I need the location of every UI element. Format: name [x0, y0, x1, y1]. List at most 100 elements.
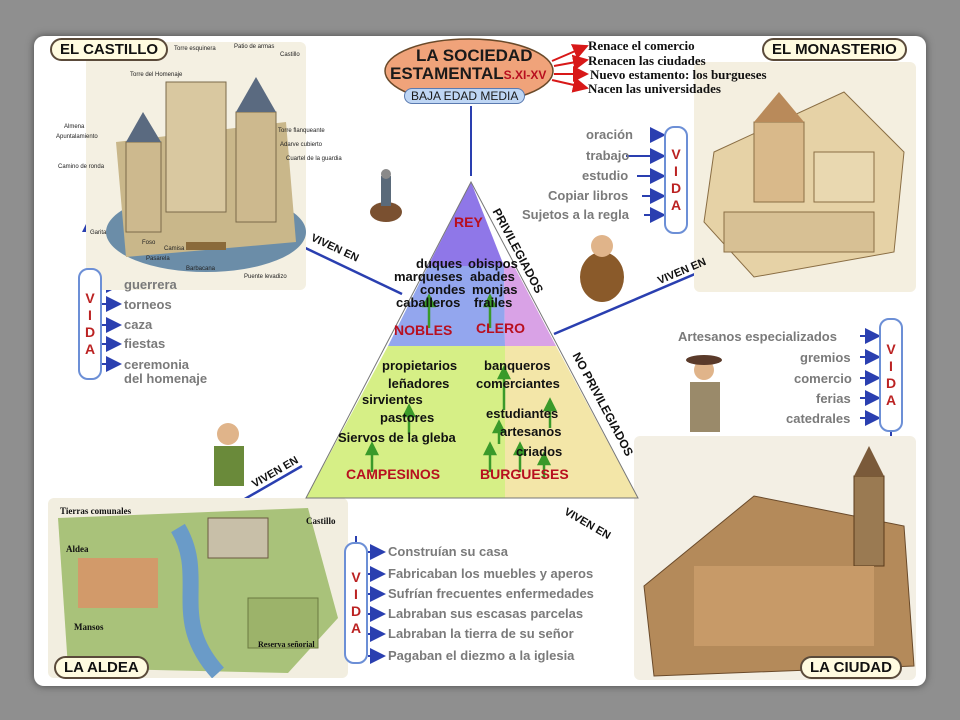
pyramid-rey-section — [428, 182, 504, 266]
pyramid — [305, 180, 639, 499]
vida-letter: I — [354, 586, 358, 602]
vida-letter: V — [886, 341, 896, 357]
vida-item: ferias — [816, 391, 851, 406]
village-label: Mansos — [74, 622, 104, 632]
campesino-member: leñadores — [388, 376, 450, 391]
vida-item: trabajo — [586, 148, 630, 163]
vida-letter: D — [350, 603, 362, 619]
vida-letter: A — [885, 392, 897, 408]
castle-label: Castillo — [280, 52, 300, 58]
vida-letter: D — [670, 180, 682, 196]
vida-letter: I — [88, 307, 92, 323]
clero-member: obispos — [468, 256, 518, 271]
monk-figure — [580, 235, 624, 302]
vida-item: oración — [586, 127, 633, 142]
pyramid-nobles-section — [388, 266, 505, 346]
village-label: Reserva señorial — [258, 640, 315, 649]
vida-item: fiestas — [124, 336, 166, 351]
rey-label: REY — [454, 214, 483, 230]
title-line1: LA SOCIEDAD — [416, 46, 533, 65]
campesino-member: propietarios — [382, 358, 458, 373]
castle-label: Torre flanqueante — [278, 128, 325, 134]
castle-label: Torre del Homenaje — [130, 72, 183, 78]
campesino-member: pastores — [380, 410, 435, 425]
ciudad-vida-pill: V I D A — [879, 318, 903, 432]
vida-item: Fabricaban los muebles y aperos — [388, 566, 594, 581]
castle-label: Almena — [64, 124, 85, 130]
burgues-member: banqueros — [484, 358, 551, 373]
castillo-title: EL CASTILLO — [50, 38, 169, 61]
aldea-vida-pill: V I D A — [344, 542, 368, 664]
pyramid-burgueses-section — [505, 346, 638, 498]
noble-member: duques — [416, 256, 463, 271]
vida-item: Labraban sus escasas parcelas — [388, 606, 584, 621]
vida-item: Copiar libros — [548, 188, 629, 203]
vida-item: del homenaje — [124, 371, 208, 386]
change-item: Nuevo estamento: los burgueses — [590, 67, 767, 82]
clero-label: CLERO — [476, 320, 525, 336]
pyramid-campesinos-section — [306, 346, 505, 498]
castle-label: Barbacana — [186, 266, 216, 272]
vida-item: guerrera — [124, 277, 177, 292]
monastery-illustration — [694, 62, 916, 292]
castle-label: Adarve cubierto — [280, 142, 323, 148]
peasant-figure — [214, 423, 244, 486]
knight-figure — [370, 169, 402, 222]
vida-letter: A — [350, 620, 362, 636]
change-item: Nacen las universidades — [588, 81, 721, 96]
vida-letter: V — [671, 146, 681, 162]
vida-item: estudio — [582, 168, 629, 183]
vida-item: Sujetos a la regla — [522, 207, 629, 222]
title-period: S.XI-XV — [503, 68, 547, 82]
vida-item: Sufrían frecuentes enfermedades — [388, 586, 594, 601]
vida-letter: A — [670, 197, 682, 213]
vida-letter: I — [889, 358, 893, 374]
vida-item: Pagaban el diezmo a la iglesia — [388, 648, 575, 663]
pyramid-clero-section — [504, 266, 556, 346]
vida-letter: A — [84, 341, 96, 357]
village-label: Tierras comunales — [60, 506, 132, 516]
monasterio-title: EL MONASTERIO — [762, 38, 907, 61]
noble-member: caballeros — [396, 295, 461, 310]
vida-item: ceremonia — [124, 357, 190, 372]
vida-item: Artesanos especializados — [678, 329, 837, 344]
craftsman-figure — [686, 355, 722, 432]
campesinos-label: CAMPESINOS — [346, 466, 441, 482]
diagram-canvas: EL CASTILLO EL MONASTERIO LA ALDEA LA CI… — [34, 36, 926, 686]
vida-item: catedrales — [786, 411, 851, 426]
vida-letter: D — [84, 324, 96, 340]
noble-member: marqueses — [394, 269, 463, 284]
castle-label: Torre esquinera — [174, 46, 216, 52]
aldea-title: LA ALDEA — [54, 656, 149, 679]
vida-letter: D — [885, 375, 897, 391]
castle-label: Patio de armas — [234, 44, 275, 50]
clero-member: monjas — [472, 282, 518, 297]
noble-member: condes — [420, 282, 466, 297]
vida-letter: V — [85, 290, 95, 306]
castle-label: Puente levadizo — [244, 274, 287, 280]
burgues-member: estudiantes — [486, 406, 559, 421]
title-subtitle: BAJA EDAD MEDIA — [404, 88, 526, 104]
ciudad-title: LA CIUDAD — [800, 656, 902, 679]
burgues-member: artesanos — [500, 424, 562, 439]
campesino-member: Siervos de la gleba — [338, 430, 456, 445]
burgues-member: comerciantes — [476, 376, 560, 391]
vida-item: caza — [124, 317, 153, 332]
burgueses-label: BURGUESES — [480, 466, 569, 482]
castillo-vida-pill: V I D A — [78, 268, 102, 380]
vida-item: gremios — [800, 350, 851, 365]
village-label: Castillo — [306, 516, 336, 526]
title-line2: ESTAMENTALS.XI-XV — [390, 64, 546, 84]
campesino-member: sirvientes — [362, 392, 423, 407]
vida-letter: I — [674, 163, 678, 179]
castle-label: Pasarela — [146, 256, 170, 262]
castle-label: Camisa — [164, 246, 185, 252]
burgues-member: criados — [516, 444, 563, 459]
change-item: Renace el comercio — [588, 38, 695, 53]
vida-item: torneos — [124, 297, 172, 312]
castle-label: Cuartel de la guardia — [286, 156, 342, 162]
vida-item: Labraban la tierra de su señor — [388, 626, 574, 641]
village-illustration — [48, 498, 348, 678]
village-label: Aldea — [66, 544, 89, 554]
castle-label: Garita — [90, 230, 107, 236]
